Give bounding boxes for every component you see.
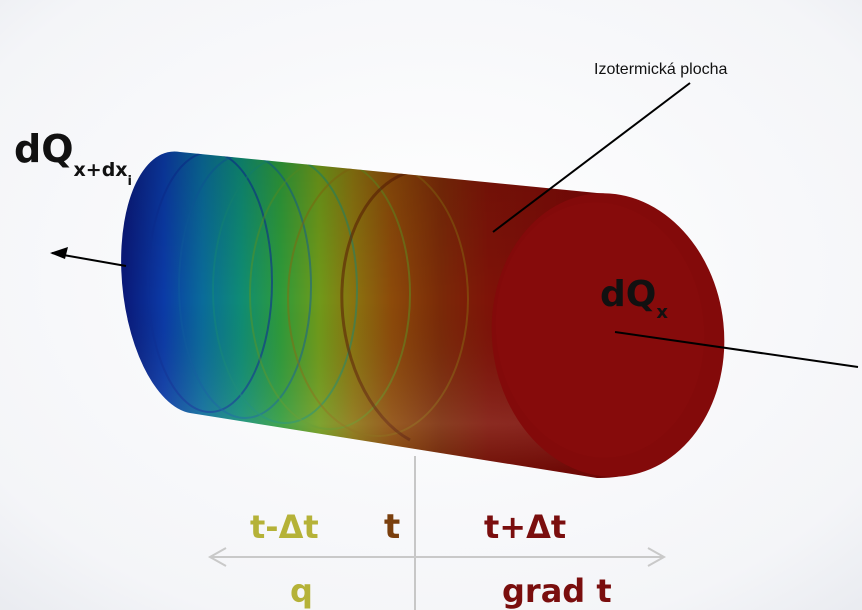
flux-in-line — [614, 331, 859, 368]
label-t-minus-dt: t-Δt — [250, 508, 319, 546]
label-t: t — [384, 507, 400, 547]
label-grad-t: grad t — [502, 572, 612, 610]
label-q: q — [290, 572, 313, 610]
label-t-plus-dt: t+Δt — [484, 508, 566, 546]
flux-in-label: dQx — [600, 274, 668, 323]
scale-axis — [207, 547, 667, 567]
annotation-leader — [492, 82, 691, 233]
flux-out-arrow — [50, 247, 127, 267]
flux-out-label: dQx+dxi — [14, 127, 132, 189]
isothermal-surface-label: Izotermická plocha — [594, 61, 727, 78]
